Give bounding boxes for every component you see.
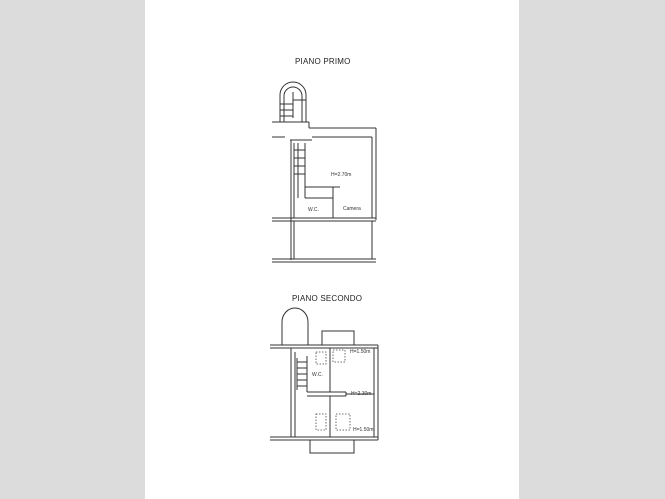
document-page: PIANO PRIMO H=2.70m W.C. Camera PIANO SE…	[145, 0, 519, 499]
height-label-bottom: H=1.50m	[353, 427, 374, 433]
floor-plan-drawing	[270, 81, 379, 454]
wc-label-second-floor: W.C.	[312, 372, 323, 378]
plan-title-second-floor: PIANO SECONDO	[292, 294, 363, 303]
height-label-mid: H=2.30m	[351, 391, 372, 397]
height-label-first-floor: H=2.70m	[331, 172, 352, 178]
wc-label-first-floor: W.C.	[308, 207, 319, 213]
plan-title-first-floor: PIANO PRIMO	[295, 57, 351, 66]
room-label-first-floor: Camera	[343, 206, 361, 212]
height-label-top: H=1.50m	[350, 349, 371, 355]
